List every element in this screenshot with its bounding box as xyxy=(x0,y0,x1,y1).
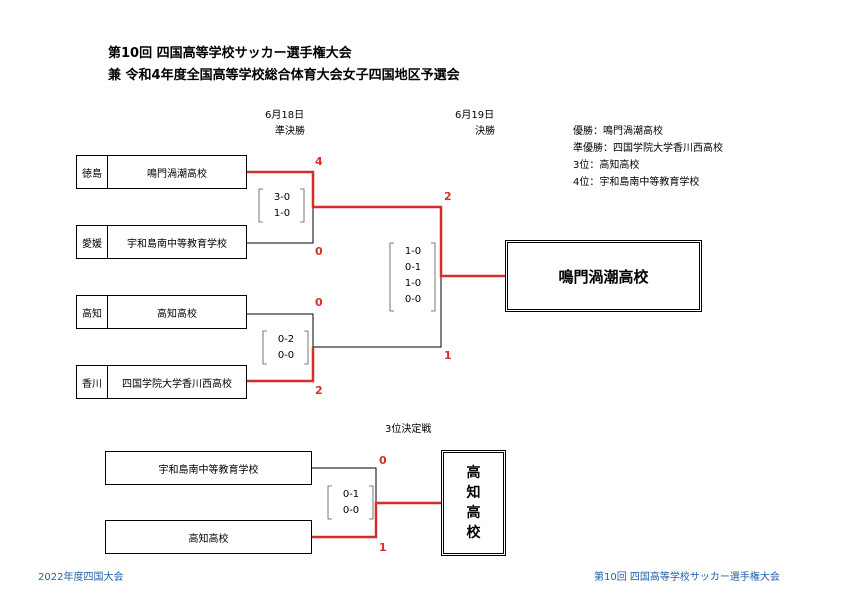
result-2: 準優勝：四国学院大学香川西高校 xyxy=(573,143,723,154)
team-pref: 香川 xyxy=(77,366,108,398)
team-pref: 愛媛 xyxy=(77,226,108,258)
semi1-periods: 3-0 1-0 xyxy=(264,190,300,222)
third-score-bottom: 1 xyxy=(379,541,387,554)
winner-char: 校 xyxy=(466,525,481,541)
semi-label: 準決勝 xyxy=(275,126,305,137)
winner-char: 高 xyxy=(466,505,481,521)
team-name: 高知高校 xyxy=(157,308,197,320)
third-periods: 0-1 0-0 xyxy=(333,487,369,519)
final-periods: 1-0 0-1 1-0 0-0 xyxy=(395,244,431,308)
final-date: 6月19日 xyxy=(455,110,495,121)
semi1-score-bottom: 0 xyxy=(315,245,323,258)
winner-char: 高 xyxy=(466,465,481,481)
title-line-1: 第10回 四国高等学校サッカー選手権大会 xyxy=(108,46,352,61)
semi2-top-line xyxy=(247,313,314,347)
team-pref: 徳島 xyxy=(77,156,108,188)
semi2-winner-line xyxy=(247,347,315,383)
semi2-periods: 0-2 0-0 xyxy=(268,332,304,364)
period-score: 1-0 xyxy=(404,278,422,289)
semi1-winner-line xyxy=(247,170,505,278)
semi-date: 6月18日 xyxy=(265,110,305,121)
team-box-1: 徳島 鳴門渦潮高校 xyxy=(76,155,247,189)
third-team-top: 宇和島南中等教育学校 xyxy=(105,451,312,485)
period-score: 0-0 xyxy=(277,350,295,361)
team-box-2: 愛媛 宇和島南中等教育学校 xyxy=(76,225,247,259)
result-3: 3位：高知高校 xyxy=(573,160,640,171)
champion-box: 鳴門渦潮高校 xyxy=(505,240,702,312)
semi2-score-top: 0 xyxy=(315,296,323,309)
team-name: 宇和島南中等教育学校 xyxy=(127,238,227,250)
title-line-2: 兼 令和4年度全国高等学校総合体育大会女子四国地区予選会 xyxy=(108,68,460,83)
result-4: 4位：宇和島南中等教育学校 xyxy=(573,177,700,188)
semi1-bottom-line xyxy=(247,207,314,244)
final-score-bottom: 1 xyxy=(444,349,452,362)
third-team-bottom: 高知高校 xyxy=(105,520,312,554)
team-name: 宇和島南中等教育学校 xyxy=(158,464,259,476)
third-score-top: 0 xyxy=(379,454,387,467)
team-name: 高知高校 xyxy=(188,533,229,545)
team-pref: 高知 xyxy=(77,296,108,328)
result-1: 優勝：鳴門渦潮高校 xyxy=(573,126,663,137)
team-name: 四国学院大学香川西高校 xyxy=(122,378,232,390)
third-top-line xyxy=(312,467,377,503)
period-score: 3-0 xyxy=(273,192,291,203)
period-score: 0-0 xyxy=(342,505,360,516)
period-score: 0-2 xyxy=(277,334,295,345)
period-score: 0-1 xyxy=(342,489,360,500)
winner-char: 知 xyxy=(466,485,481,501)
final-score-top: 2 xyxy=(444,190,452,203)
team-name: 鳴門渦潮高校 xyxy=(147,168,207,180)
team-box-3: 高知 高知高校 xyxy=(76,295,247,329)
period-score: 0-1 xyxy=(404,262,422,273)
semi2-score-bottom: 2 xyxy=(315,384,323,397)
third-winner-line xyxy=(312,501,441,539)
team-box-4: 香川 四国学院大学香川西高校 xyxy=(76,365,247,399)
final-label: 決勝 xyxy=(475,126,495,137)
footer-right: 第10回 四国高等学校サッカー選手権大会 xyxy=(594,572,780,583)
footer-left: 2022年度四国大会 xyxy=(38,572,124,583)
semi1-score-top: 4 xyxy=(315,155,323,168)
period-score: 1-0 xyxy=(404,246,422,257)
period-score: 1-0 xyxy=(273,208,291,219)
final-bottom-line xyxy=(313,276,442,348)
third-winner-box: 高 知 高 校 xyxy=(441,450,506,556)
third-place-label: 3位決定戦 xyxy=(385,424,432,435)
period-score: 0-0 xyxy=(404,294,422,305)
